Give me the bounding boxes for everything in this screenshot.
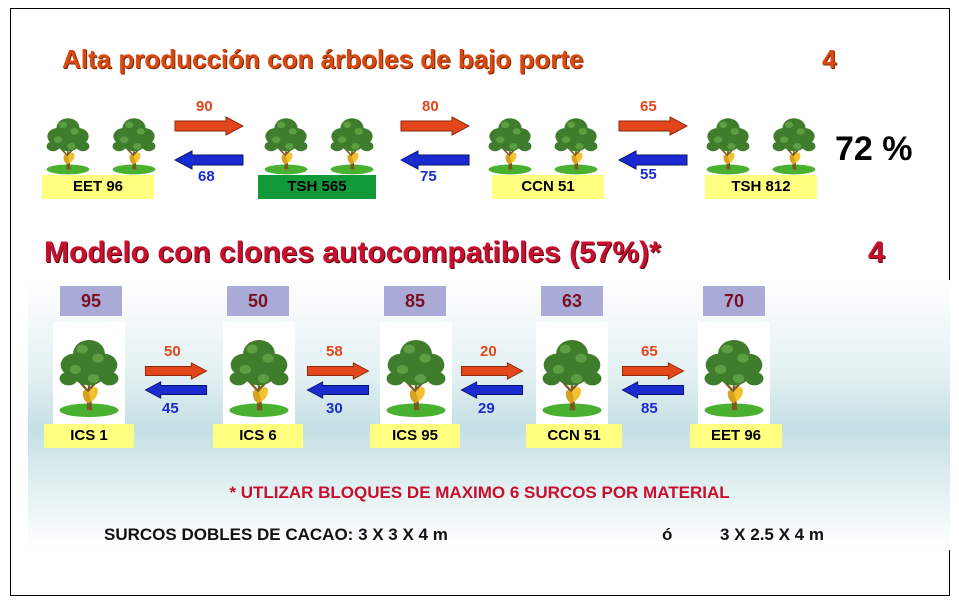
- flow-value-left: 55: [640, 166, 657, 183]
- flow-value-right: 58: [326, 343, 343, 360]
- spacing-conjunction: ó: [662, 525, 673, 544]
- clone-label: CCN 51: [526, 424, 622, 448]
- compatibility-score: 70: [703, 286, 765, 316]
- tree-panel: [53, 322, 125, 425]
- flow-value-right: 90: [196, 98, 213, 115]
- flow-value-left: 68: [198, 168, 215, 185]
- flow-value-right: 20: [480, 343, 497, 360]
- arrow-right-icon: [142, 362, 210, 380]
- spacing-label: SURCOS DOBLES DE CACAO: 3 X 3 X 4 m: [104, 525, 448, 544]
- arrow-left-icon: [142, 381, 210, 399]
- cacao-tree-icon: [700, 326, 768, 422]
- arrow-right-icon: [618, 116, 688, 136]
- flow-value-left: 29: [478, 400, 495, 417]
- tree-panel: [223, 322, 295, 425]
- clone-label: CCN 51: [492, 175, 604, 199]
- tree-panel: [698, 322, 770, 425]
- arrow-right-icon: [174, 116, 244, 136]
- section2-title: Modelo con clones autocompatibles (57%)*: [44, 236, 661, 269]
- arrow-right-icon: [458, 362, 526, 380]
- tree-panel: [536, 322, 608, 425]
- production-percentage: 72 %: [835, 130, 913, 168]
- arrow-left-icon: [174, 150, 244, 170]
- tree-panel: [380, 322, 452, 425]
- flow-value-left: 30: [326, 400, 343, 417]
- flow-value-right: 65: [641, 343, 658, 360]
- flow-value-right: 80: [422, 98, 439, 115]
- cacao-tree-icon: [698, 110, 758, 176]
- flow-value-left: 75: [420, 168, 437, 185]
- cacao-tree-icon: [764, 110, 824, 176]
- cacao-tree-icon: [546, 110, 606, 176]
- section1-title: Alta producción con árboles de bajo port…: [62, 44, 584, 74]
- clone-label: ICS 6: [213, 424, 303, 448]
- compatibility-score: 50: [227, 286, 289, 316]
- cacao-tree-icon: [382, 326, 450, 422]
- compatibility-score: 85: [384, 286, 446, 316]
- arrow-left-icon: [304, 381, 372, 399]
- compatibility-score: 95: [60, 286, 122, 316]
- cacao-tree-icon: [538, 326, 606, 422]
- arrow-right-icon: [304, 362, 372, 380]
- flow-value-right: 50: [164, 343, 181, 360]
- arrow-left-icon: [400, 150, 470, 170]
- arrow-right-icon: [400, 116, 470, 136]
- compatibility-score: 63: [541, 286, 603, 316]
- cacao-tree-icon: [38, 110, 98, 176]
- clone-label: ICS 1: [44, 424, 134, 448]
- clone-label: ICS 95: [370, 424, 460, 448]
- arrow-left-icon: [619, 381, 687, 399]
- clone-label: TSH 812: [705, 175, 817, 199]
- clone-label: EET 96: [42, 175, 154, 199]
- cacao-tree-icon: [225, 326, 293, 422]
- spacing-alt: 3 X 2.5 X 4 m: [720, 525, 824, 544]
- clone-label: EET 96: [690, 424, 782, 448]
- flow-value-left: 85: [641, 400, 658, 417]
- cacao-tree-icon: [104, 110, 164, 176]
- clone-label: TSH 565: [258, 175, 376, 199]
- arrow-left-icon: [458, 381, 526, 399]
- flow-value-left: 45: [162, 400, 179, 417]
- cacao-tree-icon: [322, 110, 382, 176]
- footnote: * UTLIZAR BLOQUES DE MAXIMO 6 SURCOS POR…: [229, 483, 730, 502]
- gradient-band: [28, 280, 950, 550]
- cacao-tree-icon: [256, 110, 316, 176]
- cacao-tree-icon: [480, 110, 540, 176]
- arrow-right-icon: [619, 362, 687, 380]
- section1-number: 4: [822, 44, 837, 74]
- flow-value-right: 65: [640, 98, 657, 115]
- cacao-tree-icon: [55, 326, 123, 422]
- section2-number: 4: [868, 236, 885, 269]
